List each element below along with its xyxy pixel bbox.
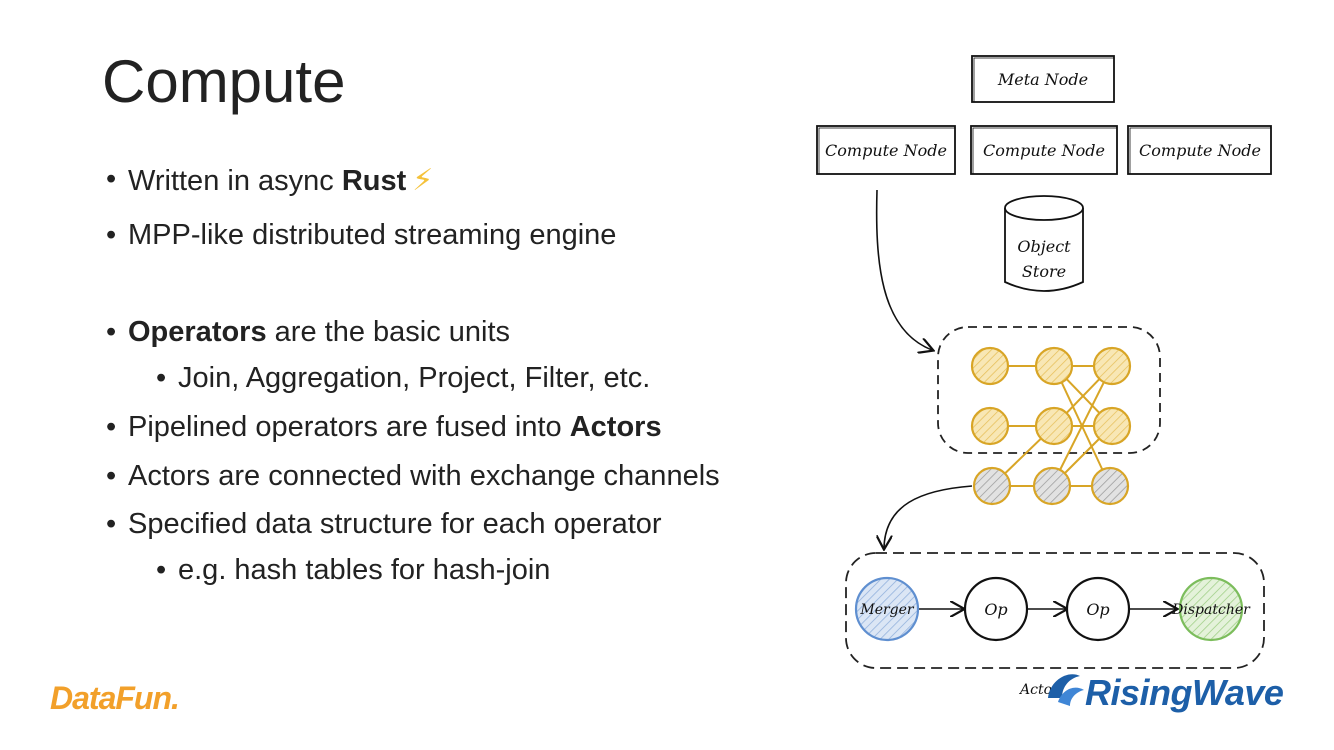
exchange-nodes (972, 466, 1130, 506)
bullet-operators-examples: Join, Aggregation, Project, Filter, etc. (156, 362, 650, 395)
operator-node (1092, 346, 1132, 386)
operator-node (970, 346, 1010, 386)
dispatcher-node: Dispatcher (1171, 576, 1251, 642)
operator-group (937, 326, 1161, 454)
operator-node (1034, 406, 1074, 446)
object-store: Object Store (1004, 195, 1084, 292)
actor-arrow (884, 485, 973, 548)
operator-nodes (970, 346, 1132, 446)
operator-node (1034, 346, 1074, 386)
svg-text:Store: Store (1022, 262, 1066, 281)
svg-text:Compute Node: Compute Node (825, 141, 947, 160)
datafun-logo: DataFun. (50, 680, 180, 716)
svg-text:Op: Op (1086, 600, 1109, 619)
merger-node: Merger (854, 576, 920, 642)
svg-text:Compute Node: Compute Node (1139, 141, 1261, 160)
bullet-data-structure: Specified data structure for each operat… (106, 508, 662, 541)
exchange-node (1032, 466, 1072, 506)
bullet-exchange: Actors are connected with exchange chann… (106, 460, 720, 493)
op-node-1: Op (963, 576, 1029, 642)
slide-title: Compute (102, 48, 346, 115)
svg-text:Merger: Merger (859, 602, 915, 618)
exchange-node (972, 466, 1012, 506)
bullet-actors: Pipelined operators are fused into Actor… (106, 411, 662, 444)
compute-node-1: Compute Node (816, 125, 956, 175)
svg-text:Object: Object (1017, 237, 1071, 256)
operator-node (970, 406, 1010, 446)
svg-text:Op: Op (984, 600, 1007, 619)
zoom-arrow (875, 189, 932, 350)
bullet-rust: Written in async Rust⚡ (106, 164, 434, 198)
compute-node-2: Compute Node (970, 125, 1118, 175)
operator-node (1092, 406, 1132, 446)
compute-node-3: Compute Node (1127, 125, 1272, 175)
bullet-mpp: MPP-like distributed streaming engine (106, 219, 616, 252)
bullet-hash-tables: e.g. hash tables for hash-join (156, 554, 550, 587)
exchange-node (1090, 466, 1130, 506)
lightning-icon: ⚡ (412, 164, 434, 197)
risingwave-logo: RisingWave (1085, 672, 1284, 713)
meta-node: Meta Node (971, 55, 1115, 103)
svg-text:Compute Node: Compute Node (983, 141, 1105, 160)
op-node-2: Op (1065, 576, 1131, 642)
risingwave-logo-icon (1048, 674, 1084, 706)
bullet-operators: Operators are the basic units (106, 316, 510, 349)
svg-text:Dispatcher: Dispatcher (1171, 602, 1251, 618)
actor-group (845, 552, 1265, 669)
svg-text:Meta Node: Meta Node (997, 70, 1088, 89)
